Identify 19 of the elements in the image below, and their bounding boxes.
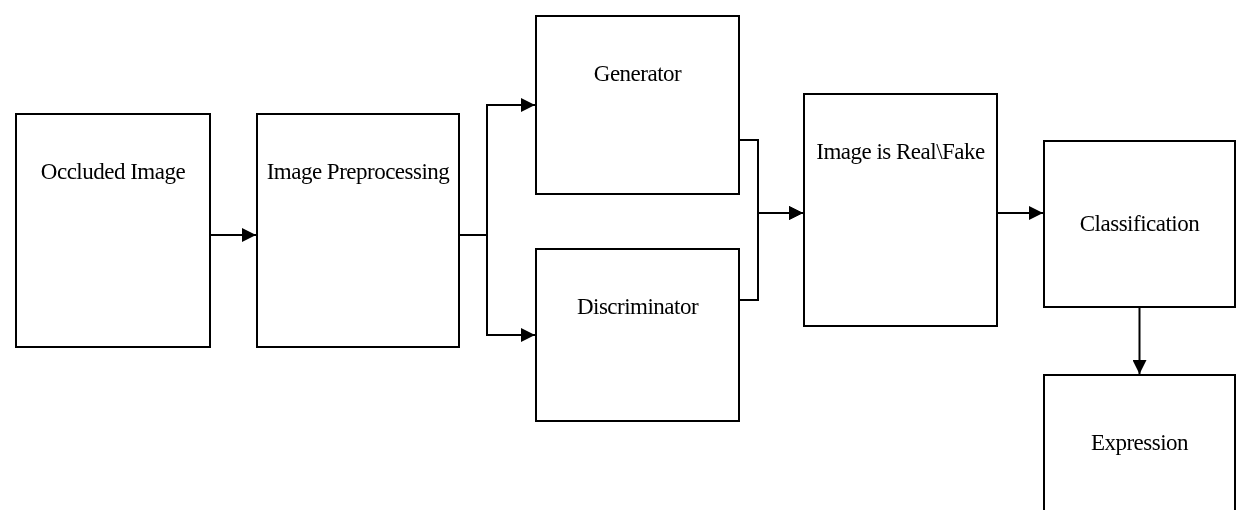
- process-box: [256, 113, 460, 348]
- box-label: Discriminator: [576, 293, 699, 321]
- process-box: [535, 15, 740, 195]
- process-box: [1043, 140, 1236, 308]
- box-label: Classification: [1079, 210, 1200, 239]
- box-label: Image is Real\Fake: [816, 138, 985, 166]
- box-label: Occluded Image: [40, 158, 186, 186]
- box-label: Generator: [593, 60, 682, 88]
- process-box: [803, 93, 998, 327]
- arrow: [1132, 307, 1147, 375]
- arrow: [459, 234, 536, 342]
- process-box: [15, 113, 211, 348]
- box-label: Image Preprocessing: [266, 158, 450, 186]
- box-label: Expression: [1090, 429, 1189, 458]
- arrow: [210, 228, 257, 242]
- process-box: [1043, 374, 1236, 510]
- arrow: [997, 206, 1044, 220]
- arrow: [739, 206, 804, 301]
- process-box: [535, 248, 740, 422]
